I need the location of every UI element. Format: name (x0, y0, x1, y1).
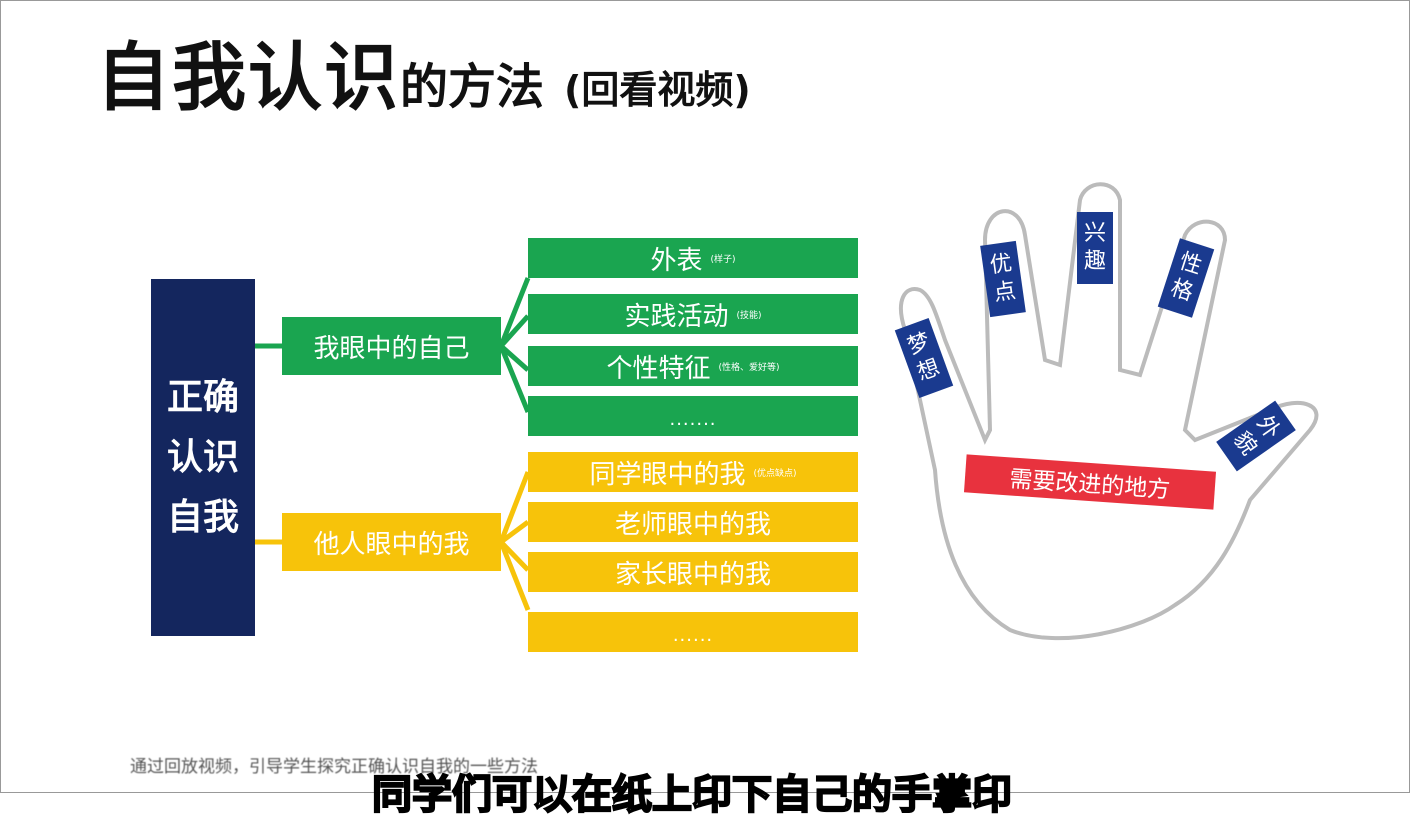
title-note: (回看视频) (564, 68, 751, 112)
title-suffix: 的方法 (400, 59, 545, 115)
root-line: 认识 (166, 436, 239, 478)
leaf-practice: 实践活动(技能) (528, 294, 858, 334)
footer-note: 通过回放视频，引导学生探究正确认识自我的一些方法 (130, 757, 538, 777)
leaf-more: ······ (528, 612, 858, 652)
branch-self-view: 我眼中的自己 (282, 317, 501, 375)
slide-title: 自我认识的方法 (回看视频) (96, 18, 751, 125)
finger-tag-interests: 兴趣 (1077, 212, 1113, 284)
leaf-classmates: 同学眼中的我(优点缺点) (528, 452, 858, 492)
leaf-teachers: 老师眼中的我 (528, 502, 858, 542)
root-node: 正确 认识 自我 (151, 279, 255, 636)
root-line: 自我 (166, 496, 239, 538)
title-main: 自我认识 (96, 35, 400, 121)
leaf-appearance: 外表(样子) (528, 238, 858, 278)
branch-others-view: 他人眼中的我 (282, 513, 501, 571)
leaf-parents: 家长眼中的我 (528, 552, 858, 592)
leaf-personality: 个性特征(性格、爱好等) (528, 346, 858, 386)
root-line: 正确 (166, 376, 239, 418)
leaf-more: ······· (528, 396, 858, 436)
video-subtitle: 同学们可以在纸上印下自己的手掌印 (371, 771, 1013, 819)
